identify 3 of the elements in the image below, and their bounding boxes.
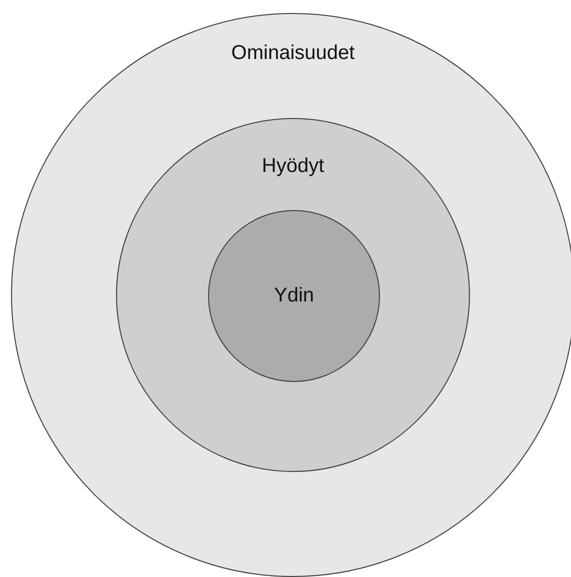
circle-label: Ominaisuudet (231, 42, 355, 65)
circle-label: Hyödyt (262, 155, 324, 178)
circle-label: Ydin (274, 284, 314, 308)
